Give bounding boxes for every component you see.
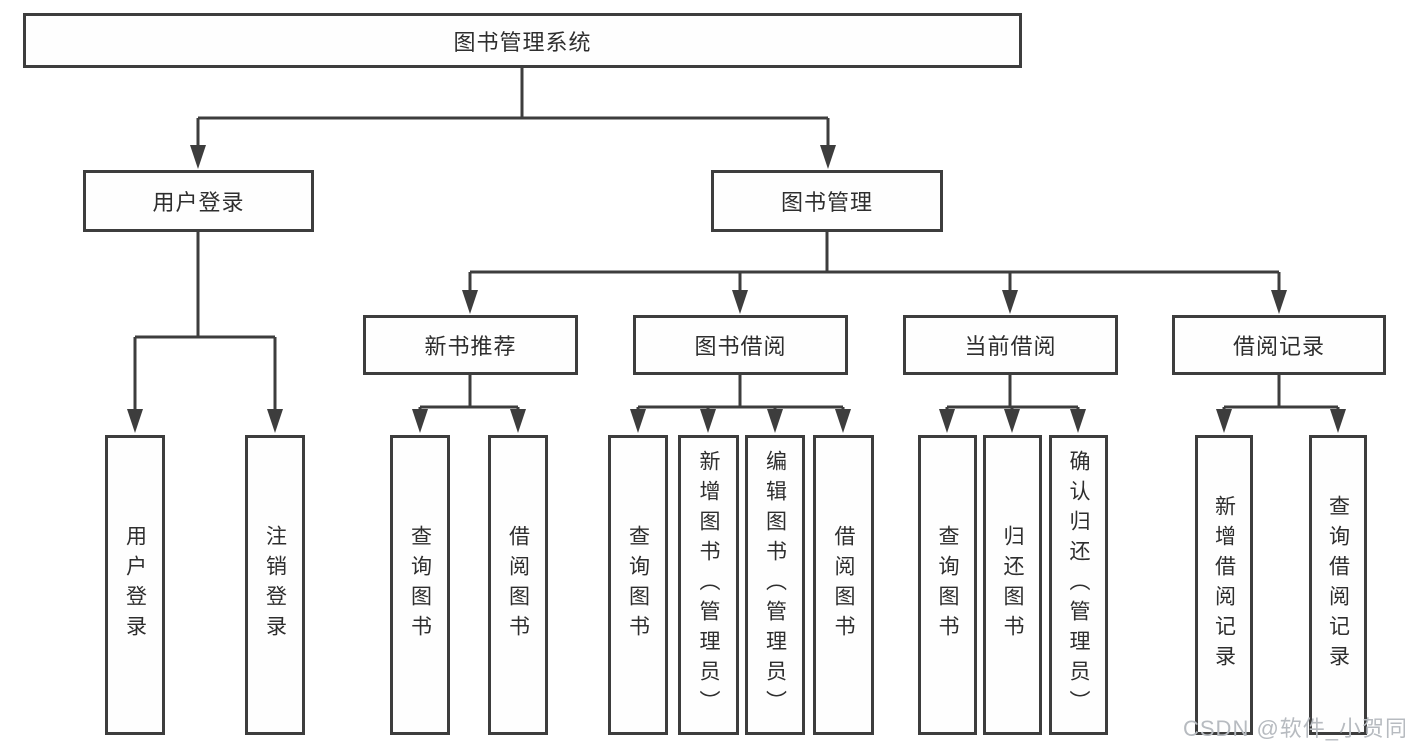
leaf-query-books-borrow: 查询图书 — [608, 435, 668, 735]
node-label: 借阅记录 — [1232, 334, 1325, 359]
leaf-return-books: 归还图书 — [983, 435, 1042, 735]
leaf-edit-books-admin: 编辑图书（管理员） — [745, 435, 805, 735]
connector-book-management-to-level3 — [462, 232, 1287, 314]
connector-root-to-level2 — [190, 68, 836, 169]
leaf-query-books-current: 查询图书 — [918, 435, 977, 735]
leaf-user-login: 用户登录 — [105, 435, 165, 735]
leaf-label: 注销登录 — [263, 525, 287, 645]
connector-recommendation-to-leaves — [412, 375, 526, 433]
leaf-label: 查询图书 — [626, 525, 650, 645]
leaf-label: 新增借阅记录 — [1212, 495, 1236, 675]
leaf-label: 确认归还（管理员） — [1067, 450, 1090, 720]
leaf-label: 用户登录 — [123, 525, 147, 645]
leaf-confirm-return-admin: 确认归还（管理员） — [1049, 435, 1108, 735]
node-current-borrowing: 当前借阅 — [903, 315, 1118, 375]
leaf-query-borrow-record: 查询借阅记录 — [1309, 435, 1367, 735]
leaf-label: 借阅图书 — [832, 525, 855, 645]
leaf-label: 新增图书（管理员） — [697, 450, 720, 720]
leaf-add-borrow-record: 新增借阅记录 — [1195, 435, 1253, 735]
node-label: 新书推荐 — [424, 334, 517, 359]
node-borrowing-records: 借阅记录 — [1172, 315, 1386, 375]
node-label: 图书管理系统 — [453, 29, 592, 55]
leaf-logout: 注销登录 — [245, 435, 305, 735]
connector-current-to-leaves — [939, 375, 1086, 433]
leaf-borrow-books: 借阅图书 — [813, 435, 874, 735]
leaf-label: 查询图书 — [408, 525, 432, 645]
csdn-watermark: CSDN @软件_小贺同学 — [1183, 716, 1405, 741]
node-library-management-system: 图书管理系统 — [23, 13, 1022, 68]
connector-records-to-leaves — [1216, 375, 1346, 433]
node-label: 图书借阅 — [694, 334, 787, 359]
node-label: 图书管理 — [780, 190, 873, 215]
leaf-label: 查询图书 — [936, 525, 959, 645]
node-user-login: 用户登录 — [83, 170, 314, 232]
connector-borrowing-to-leaves — [630, 375, 851, 433]
leaf-borrow-books-recommend: 借阅图书 — [488, 435, 548, 735]
leaf-query-books-recommend: 查询图书 — [390, 435, 450, 735]
node-book-management: 图书管理 — [711, 170, 943, 232]
connector-user-login-to-leaves — [127, 232, 283, 433]
node-label: 用户登录 — [152, 190, 245, 215]
leaf-add-books-admin: 新增图书（管理员） — [678, 435, 739, 735]
leaf-label: 编辑图书（管理员） — [763, 450, 787, 720]
node-new-book-recommendation: 新书推荐 — [363, 315, 578, 375]
leaf-label: 查询借阅记录 — [1326, 495, 1350, 675]
node-book-borrowing: 图书借阅 — [633, 315, 848, 375]
leaf-label: 归还图书 — [1001, 525, 1024, 645]
leaf-label: 借阅图书 — [506, 525, 530, 645]
node-label: 当前借阅 — [964, 334, 1057, 359]
